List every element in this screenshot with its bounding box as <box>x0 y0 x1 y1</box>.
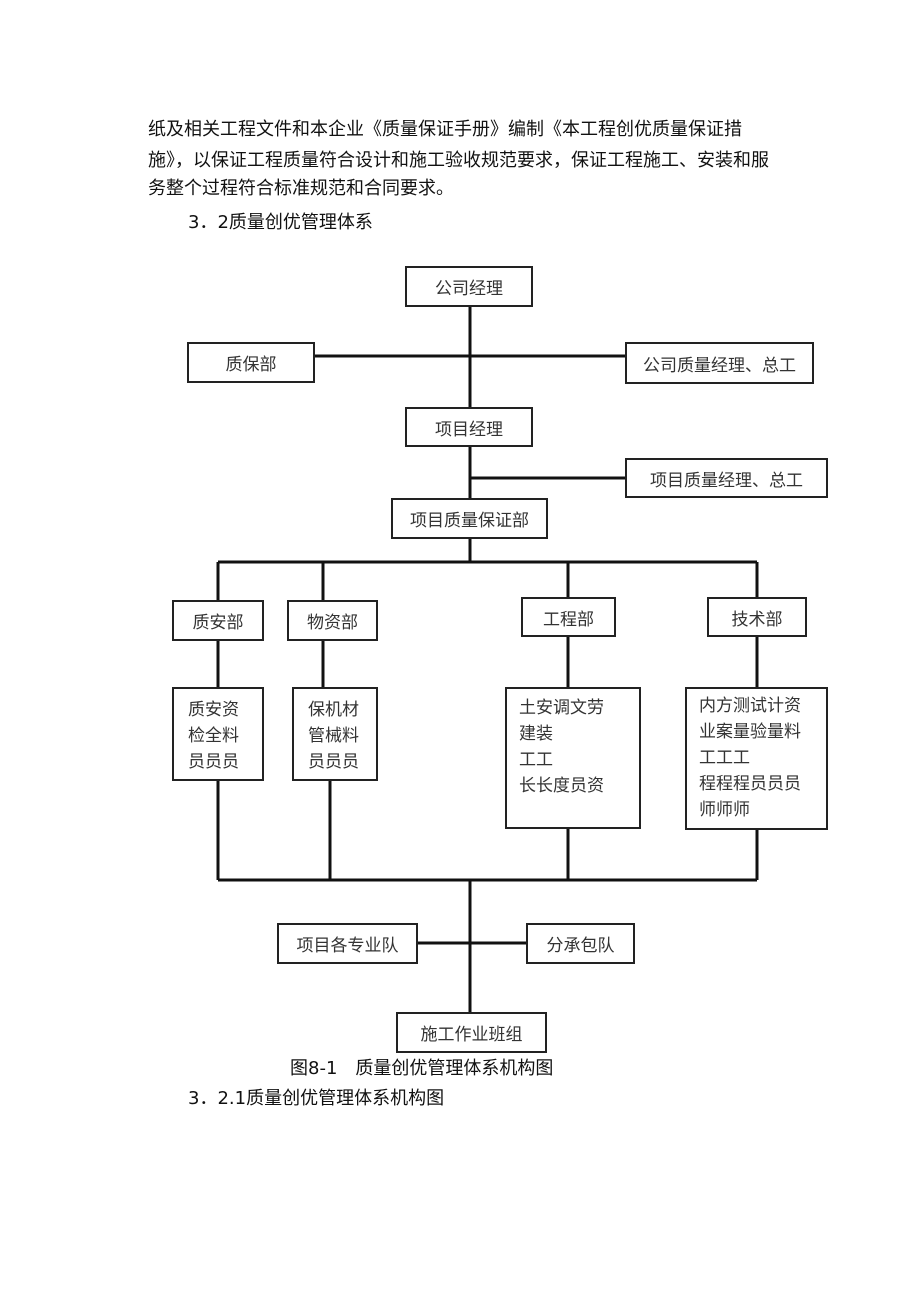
technical-staff-line-4: 程程程员员员 <box>699 774 801 794</box>
section-heading: 3．2质量创优管理体系 <box>188 212 373 233</box>
project-manager-box: 项目经理 <box>405 407 533 447</box>
materials-staff-line-1: 保机材 <box>308 700 359 720</box>
safety-dept-label: 质安部 <box>192 613 244 633</box>
project-quality-manager-label: 项目质量经理、总工 <box>650 470 803 491</box>
project-quality-manager-box: 项目质量经理、总工 <box>625 458 828 498</box>
safety-staff-line-1: 质安资 <box>188 700 239 720</box>
safety-staff-box: 质安资 检全料 员员员 <box>172 687 264 781</box>
safety-staff-line-2: 检全料 <box>188 726 239 746</box>
materials-staff-line-2: 管械料 <box>308 726 359 746</box>
engineering-staff-box: 土安调文劳 建装 工工 长长度员资 <box>505 687 641 829</box>
technical-dept-label: 技术部 <box>731 609 783 630</box>
engineering-staff-line-3: 工工 <box>519 750 553 770</box>
technical-dept-box: 技术部 <box>707 597 807 637</box>
work-crew-box: 施工作业班组 <box>396 1012 547 1053</box>
project-manager-label: 项目经理 <box>435 419 503 440</box>
technical-staff-line-5: 师师师 <box>699 800 750 820</box>
engineering-staff-line-1: 土安调文劳 <box>519 698 604 718</box>
engineering-dept-label: 工程部 <box>543 609 594 630</box>
company-manager-label: 公司经理 <box>435 279 503 299</box>
subcontract-team-box: 分承包队 <box>526 923 635 964</box>
engineering-staff-line-2: 建装 <box>519 724 553 744</box>
materials-staff-line-3: 员员员 <box>308 752 359 772</box>
engineering-staff-line-4: 长长度员资 <box>519 776 604 796</box>
project-quality-dept-box: 项目质量保证部 <box>391 498 548 539</box>
project-teams-box: 项目各专业队 <box>277 923 418 964</box>
engineering-dept-box: 工程部 <box>521 597 616 637</box>
project-quality-dept-label: 项目质量保证部 <box>410 511 529 531</box>
materials-dept-label: 物资部 <box>307 613 358 633</box>
subcontract-team-label: 分承包队 <box>546 936 615 956</box>
company-manager-box: 公司经理 <box>405 266 533 307</box>
project-teams-label: 项目各专业队 <box>296 936 399 956</box>
subsection-heading: 3．2.1质量创优管理体系机构图 <box>188 1088 445 1109</box>
company-quality-manager-label: 公司质量经理、总工 <box>643 355 796 376</box>
safety-dept-box: 质安部 <box>172 600 264 641</box>
materials-dept-box: 物资部 <box>287 600 378 641</box>
quality-dept-box: 质保部 <box>187 342 315 383</box>
technical-staff-line-3: 工工工 <box>699 748 750 768</box>
quality-dept-label: 质保部 <box>225 355 277 375</box>
technical-staff-line-2: 业案量验量料 <box>699 722 801 742</box>
paragraph-line-3: 务整个过程符合标准规范和合同要求。 <box>148 178 454 199</box>
figure-caption: 图8-1 质量创优管理体系机构图 <box>290 1058 554 1079</box>
technical-staff-line-1: 内方测试计资 <box>699 696 801 716</box>
work-crew-label: 施工作业班组 <box>420 1025 523 1045</box>
company-quality-manager-box: 公司质量经理、总工 <box>625 342 814 384</box>
technical-staff-box: 内方测试计资 业案量验量料 工工工 程程程员员员 师师师 <box>685 687 828 830</box>
paragraph-line-2: 施》，以保证工程质量符合设计和施工验收规范要求，保证工程施工、安装和服 <box>148 150 769 171</box>
materials-staff-box: 保机材 管械料 员员员 <box>292 687 378 781</box>
paragraph-line-1: 纸及相关工程文件和本企业《质量保证手册》编制《本工程创优质量保证措 <box>148 119 742 140</box>
safety-staff-line-3: 员员员 <box>188 752 239 772</box>
